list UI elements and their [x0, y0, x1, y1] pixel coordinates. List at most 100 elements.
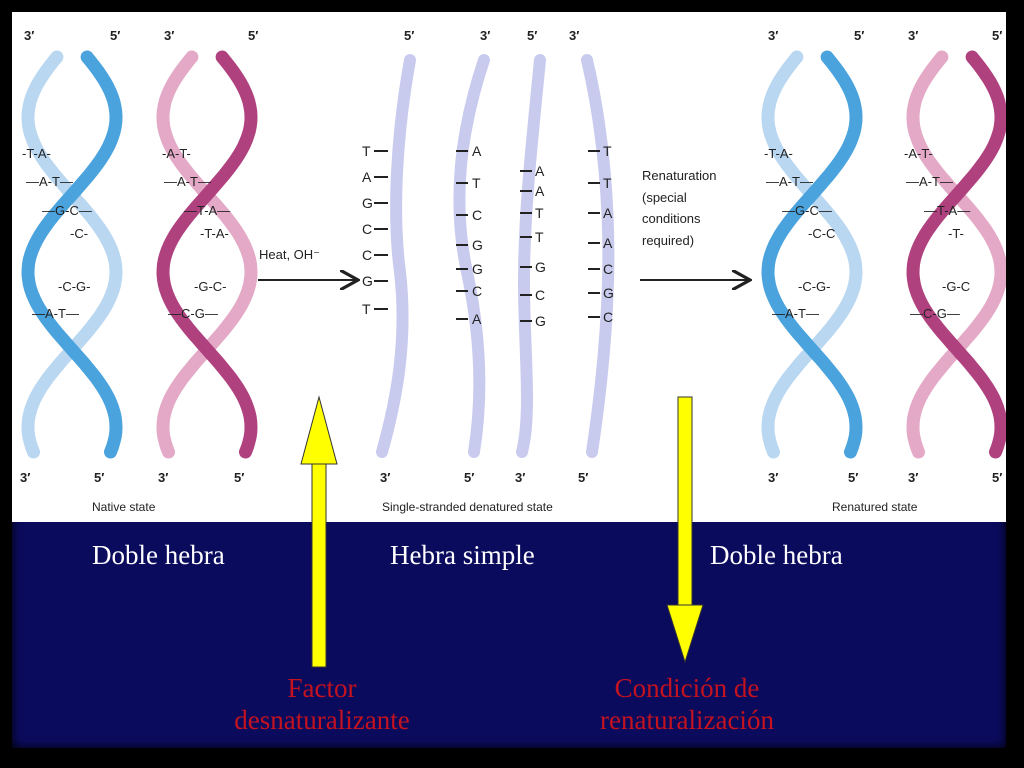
base-pair-label: —T-A— [184, 203, 230, 218]
top-end-label: 3′ [164, 28, 174, 43]
strand-base: T [603, 143, 612, 159]
bottom-end-label: 5′ [992, 470, 1002, 485]
renaturing-condition-line2: renaturalización [600, 705, 774, 735]
bottom-end-label: 3′ [515, 470, 525, 485]
bottom-end-label: 5′ [578, 470, 588, 485]
bottom-end-label: 3′ [768, 470, 778, 485]
caption-right: Doble hebra [710, 540, 843, 570]
strand-base: G [472, 237, 483, 253]
strand-base: T [603, 175, 612, 191]
top-end-label: 5′ [248, 28, 258, 43]
strand-base: C [535, 287, 545, 303]
base-pair-label: -T-A- [764, 146, 793, 161]
strand-base: G [603, 285, 614, 301]
strand-base: C [472, 207, 482, 223]
top-end-label: 3′ [24, 28, 34, 43]
top-end-label: 5′ [992, 28, 1002, 43]
top-end-label: 5′ [854, 28, 864, 43]
bottom-end-label: 3′ [908, 470, 918, 485]
base-pair-label: —G-C— [782, 203, 832, 218]
denaturing-factor-line1: Factor [287, 673, 357, 703]
base-pair-label: —C-G— [168, 306, 218, 321]
base-pair-label: -A-T- [904, 146, 933, 161]
bottom-end-label: 3′ [380, 470, 390, 485]
base-pair-label: —A-T— [766, 174, 813, 189]
strand-base: G [472, 261, 483, 277]
top-end-label: 5′ [110, 28, 120, 43]
top-end-label: 5′ [404, 28, 414, 43]
base-pair-label: -C-C [808, 226, 835, 241]
base-pair-label: —A-T— [32, 306, 79, 321]
base-pair-label: -A-T- [162, 146, 191, 161]
base-pair-label: -C-G- [798, 279, 831, 294]
renat-label-4: required) [642, 233, 694, 248]
strand-base: A [535, 163, 545, 179]
base-pair-label: -C-G- [58, 279, 91, 294]
strand-base: G [362, 195, 373, 211]
bottom-end-label: 5′ [464, 470, 474, 485]
state-renatured-label: Renatured state [832, 500, 918, 514]
base-pair-label: —G-C— [42, 203, 92, 218]
base-pair-label: -C- [70, 226, 88, 241]
bottom-end-label: 5′ [848, 470, 858, 485]
strand-base: G [535, 259, 546, 275]
arrows-overlay [300, 395, 704, 668]
strand-base: G [535, 313, 546, 329]
caption-left: Doble hebra [92, 540, 225, 570]
single-strands [376, 54, 615, 458]
strand-base: C [362, 247, 372, 263]
native-helix-blue [21, 50, 123, 459]
renaturing-condition-line1: Condición de [614, 673, 760, 703]
top-end-label: 3′ [768, 28, 778, 43]
state-native-label: Native state [92, 500, 156, 514]
top-end-label: 3′ [480, 28, 490, 43]
native-helix-magenta [156, 50, 258, 459]
strand-base: T [535, 205, 544, 221]
renat-label-2: (special [642, 190, 687, 205]
strand-base: T [535, 229, 544, 245]
denaturing-factor-label: Factor desnaturalizante [192, 672, 452, 736]
strand-base: A [472, 311, 482, 327]
helix-pairs: -T-A- —A-T— —G-C— -C- -C-G- —A-T— -A-T- —A-T— —T… [22, 146, 970, 321]
strand-base: A [603, 205, 613, 221]
base-pair-label: -T-A- [22, 146, 51, 161]
base-pair-label: -G-C [942, 279, 970, 294]
strand-base: T [472, 175, 481, 191]
top-end-label: 3′ [908, 28, 918, 43]
heat-label: Heat, OH⁻ [259, 247, 320, 262]
strand-end-labels: 3′ 5′ 3′ 5′ 5′ 3′ 5′ 3′ 3′ 5′ 3′ 5′ 3′ 5′ 3′ 5′ 3′ 5′ 3′ 5′… [20, 28, 1002, 485]
denaturing-arrow-up [300, 395, 338, 668]
caption-middle: Hebra simple [390, 540, 535, 570]
top-end-label: 3′ [569, 28, 579, 43]
base-pair-label: -T-A- [200, 226, 229, 241]
strand-base: C [472, 283, 482, 299]
renat-label-3: conditions [642, 211, 701, 226]
strand-base: C [362, 221, 372, 237]
strand-base: A [472, 143, 482, 159]
single-strand-1 [376, 54, 416, 458]
base-pair-label: —T-A— [924, 203, 970, 218]
strand-base: G [362, 273, 373, 289]
strand-base: T [362, 143, 371, 159]
base-pair-label: —A-T— [26, 174, 73, 189]
strand-base: T [362, 301, 371, 317]
denaturing-factor-line2: desnaturalizante [234, 705, 410, 735]
renaturing-condition-label: Condición de renaturalización [552, 672, 822, 736]
base-pair-label: -T- [948, 226, 964, 241]
base-pair-label: —A-T— [906, 174, 953, 189]
strand-base: C [603, 261, 613, 277]
renatured-helix-magenta [906, 50, 1006, 459]
base-pair-label: —A-T— [164, 174, 211, 189]
base-pair-label: —A-T— [772, 306, 819, 321]
base-pair-label: -G-C- [194, 279, 227, 294]
bottom-end-label: 5′ [94, 470, 104, 485]
renat-label-1: Renaturation [642, 168, 716, 183]
bottom-end-label: 3′ [158, 470, 168, 485]
single-strand-3 [516, 54, 546, 458]
strand-base: C [603, 309, 613, 325]
renatured-helix-blue [761, 50, 863, 459]
